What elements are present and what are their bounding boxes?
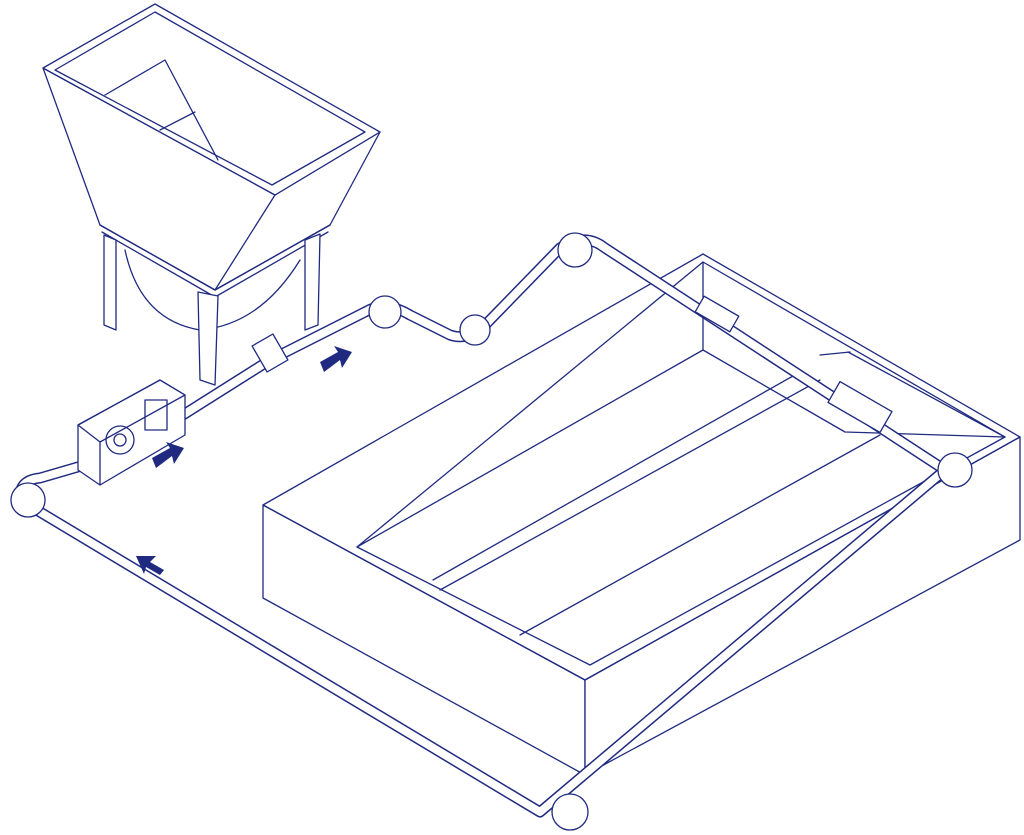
flow-arrow-icon — [152, 442, 184, 468]
flow-arrow-icon — [136, 556, 164, 575]
hopper-top-rim — [42, 3, 381, 196]
tank-floor-line-1 — [439, 379, 821, 591]
tank-inner-wall-right — [702, 349, 1006, 438]
pump-panel — [144, 399, 168, 431]
tank — [262, 253, 1021, 776]
valve — [251, 333, 289, 373]
hopper-leg — [304, 233, 321, 331]
tank-inner-rim — [356, 261, 1006, 666]
tank-floor-line-2 — [519, 434, 881, 636]
inline-fitting — [694, 295, 740, 333]
hopper-inner-rim — [54, 11, 366, 186]
hopper-inner-slope — [104, 59, 219, 161]
hopper-leg — [197, 291, 219, 386]
pump-motor — [105, 425, 135, 455]
flow-arrows — [136, 346, 352, 575]
hopper-band — [99, 224, 331, 291]
pump-unit — [77, 379, 186, 486]
flow-arrow-icon — [320, 346, 352, 372]
tank-left-face — [262, 504, 586, 776]
pump-motor-core — [113, 433, 127, 447]
hopper-legs — [103, 233, 321, 386]
hopper-leg — [103, 234, 117, 331]
tank-partition — [847, 351, 1006, 438]
pipe-loop — [10, 232, 973, 831]
elbow-fitting — [368, 295, 402, 329]
elbow-fitting — [557, 232, 593, 268]
elbow-fitting — [459, 314, 491, 346]
tank-divider — [819, 351, 851, 356]
tank-top-rim — [262, 253, 1021, 681]
tank-floor-line-3 — [432, 371, 801, 581]
hopper-inner-slope-2 — [159, 111, 196, 131]
pump-top — [77, 379, 186, 443]
hopper-edge — [214, 194, 276, 291]
hopper — [42, 3, 381, 386]
elbow-fitting — [937, 452, 973, 488]
elbow-fitting — [551, 793, 589, 831]
elbow-fitting — [10, 482, 46, 518]
inline-heater — [827, 380, 893, 434]
